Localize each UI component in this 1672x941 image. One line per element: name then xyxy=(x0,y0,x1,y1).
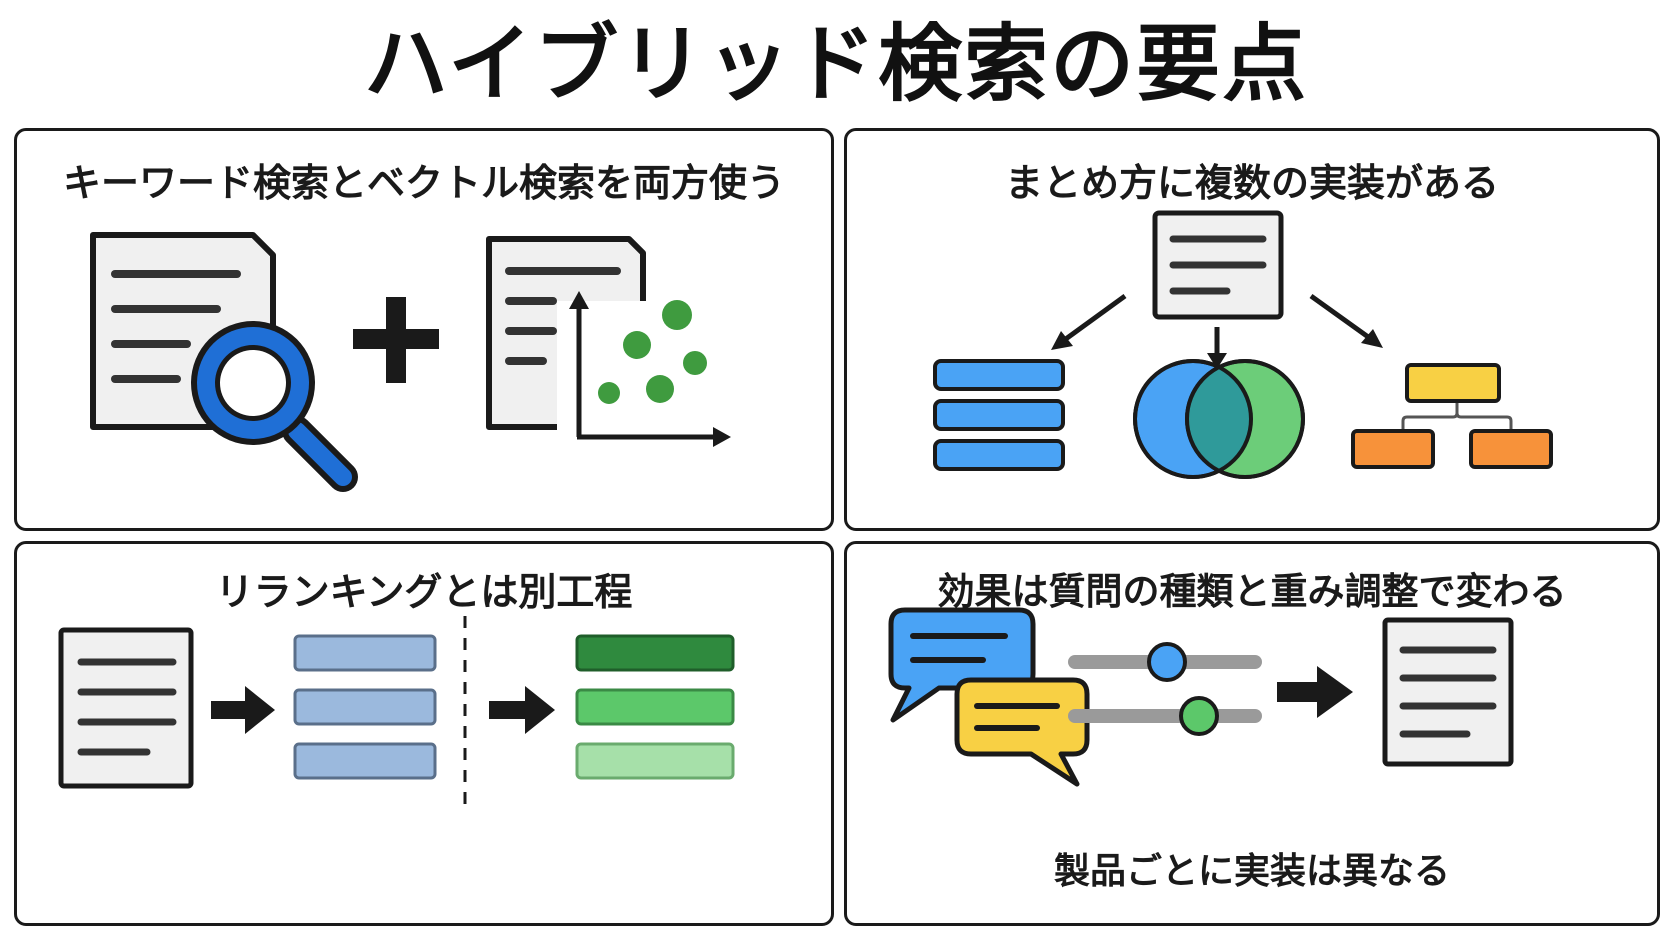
panel-title: キーワード検索とベクトル検索を両方使う xyxy=(62,161,785,205)
panel-title: まとめ方に複数の実装がある xyxy=(1004,161,1499,205)
panel-illustration xyxy=(933,210,1553,479)
panel-effect-tuning: 効果は質問の種類と重み調整で変わる 製品ごとに実装は異なる xyxy=(844,541,1660,926)
slider-icon xyxy=(1068,642,1262,736)
panel-keyword-vector: キーワード検索とベクトル検索を両方使う xyxy=(14,128,834,531)
venn-diagram-icon xyxy=(1133,359,1305,479)
panel-illustration xyxy=(90,232,737,492)
arrow-icon xyxy=(1051,293,1383,369)
panel-note: 製品ごとに実装は異なる xyxy=(1053,851,1450,892)
page-title: ハイブリッド検索の要点 xyxy=(363,15,1309,113)
stacked-list-icon xyxy=(933,359,1065,471)
plus-icon xyxy=(353,297,439,383)
arrow-right-icon xyxy=(211,686,275,734)
panel-title: リランキングとは別工程 xyxy=(215,570,633,614)
blue-list-icon xyxy=(293,634,437,780)
panel-merge-methods: まとめ方に複数の実装がある xyxy=(844,128,1660,531)
tree-diagram-icon xyxy=(1351,363,1553,469)
document-icon xyxy=(1152,210,1284,320)
panel-reranking: リランキングとは別工程 xyxy=(14,541,834,926)
panel-illustration xyxy=(888,607,1514,787)
document-icon xyxy=(1382,617,1514,767)
document-icon xyxy=(58,627,194,789)
panel-illustration xyxy=(58,616,735,806)
magnifier-icon xyxy=(191,321,358,492)
vector-scatter-icon xyxy=(557,291,737,447)
arrow-right-icon xyxy=(489,686,555,734)
green-ranked-list-icon xyxy=(575,634,735,780)
arrow-right-icon xyxy=(1277,666,1353,718)
chat-bubbles-icon xyxy=(888,607,1090,787)
panel-title: 効果は質問の種類と重み調整で変わる xyxy=(937,570,1567,613)
